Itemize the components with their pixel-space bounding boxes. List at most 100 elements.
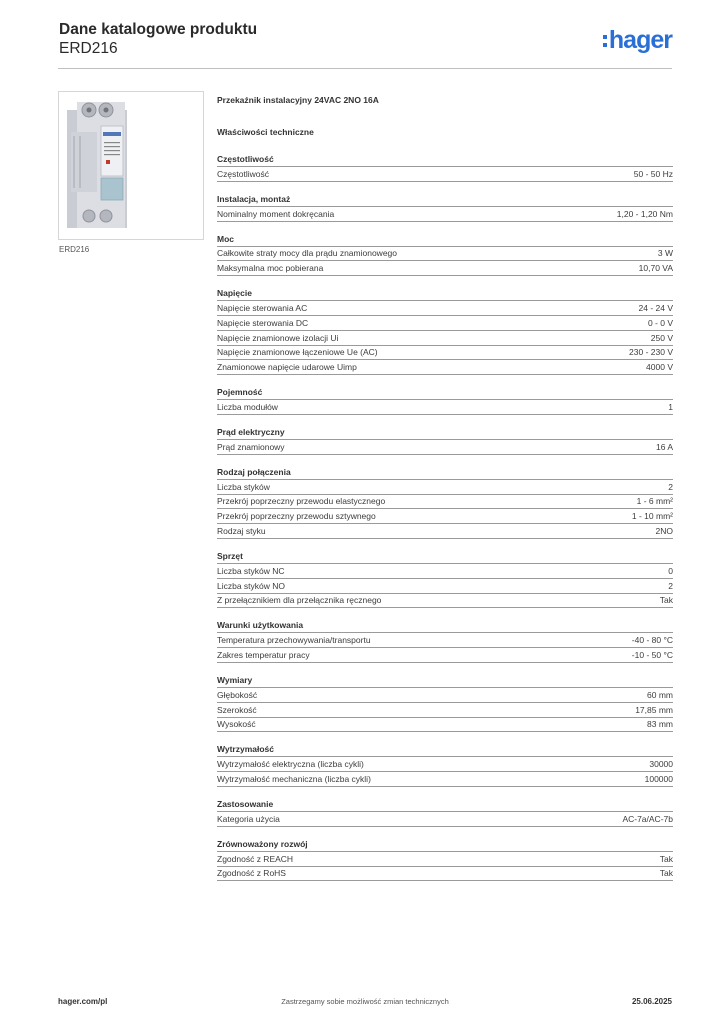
spec-value: 4000 V [646,362,673,373]
spec-row: Z przełącznikiem dla przełącznika ręczne… [217,592,673,609]
spec-value: 10,70 VA [638,263,673,274]
spec-row: Zgodność z RoHS Tak [217,865,673,882]
spec-row: Napięcie sterowania DC 0 - 0 V [217,314,673,330]
spec-label: Liczba styków [217,481,270,492]
spec-row: Temperatura przechowywania/transportu -40… [217,632,673,647]
product-image [58,91,204,240]
group-title: Częstotliwość [217,154,274,164]
spec-value: -40 - 80 °C [631,635,673,646]
spec-value: 1 - 10 mm² [631,511,673,522]
spec-value: 250 V [650,332,673,343]
spec-row: Zakres temperatur pracy -10 - 50 °C [217,647,673,663]
spec-label: Napięcie znamionowe izolacji Ui [217,332,339,343]
spec-value: 50 - 50 Hz [633,168,673,179]
spec-value: 3 W [657,248,673,259]
footer-disclaimer: Zastrzegamy sobie możliwość zmian techni… [281,997,449,1006]
logo-dots-icon [602,33,607,49]
group-title: Instalacja, montaż [217,193,291,204]
spec-label: Kategoria użycia [217,813,280,824]
relay-device-icon [67,102,127,228]
product-name: Przekaźnik instalacyjny 24VAC 2NO 16A [217,95,379,105]
spec-label: Zakres temperatur pracy [217,650,310,661]
group-title: Prąd elektryczny [217,426,285,437]
group-title: Moc [217,233,234,244]
spec-row: Głębokość 60 mm [217,686,673,702]
spec-label: Zgodność z REACH [217,853,294,864]
spec-value: -10 - 50 °C [631,650,673,661]
spec-row: Przekrój poprzeczny przewodu elastyczneg… [217,493,673,509]
group-title: Pojemność [217,387,263,398]
spec-label: Napięcie sterowania DC [217,317,309,328]
spec-label: Napięcie znamionowe łączeniowe Ue (AC) [217,347,378,358]
spec-value: Tak [659,868,673,879]
spec-value: 0 - 0 V [647,317,673,328]
spec-row: Napięcie znamionowe łączeniowe Ue (AC) 23… [217,344,673,360]
group-title: Sprzęt [217,550,243,561]
group-title: Napięcie [217,288,252,299]
spec-label: Liczba styków NO [217,580,286,591]
spec-row: Znamionowe napięcie udarowe Uimp 4000 V [217,359,673,376]
spec-value: 24 - 24 V [638,303,674,314]
spec-row: Napięcie znamionowe izolacji Ui 250 V [217,329,673,345]
spec-label: Znamionowe napięcie udarowe Uimp [217,362,357,373]
spec-value: 30000 [649,759,673,770]
spec-value: 100000 [644,774,673,785]
spec-value: 2 [668,580,673,591]
spec-value: 2NO [655,526,673,537]
spec-label: Liczba modułów [217,402,278,413]
spec-value: Tak [659,853,673,864]
section-title: Właściwości techniczne [217,127,314,137]
spec-value: 83 mm [647,719,673,730]
spec-value: 230 - 230 V [629,347,673,358]
spec-row: Liczba modułów 1 [217,399,673,415]
spec-value: AC-7a/AC-7b [622,813,673,824]
spec-label: Częstotliwość [217,168,269,179]
spec-label: Szerokość [217,704,257,715]
spec-value: 60 mm [647,689,673,700]
spec-row: Wytrzymałość elektryczna (liczba cykli)3… [217,756,673,771]
spec-row: Wytrzymałość mechaniczna (liczba cykli) 1… [217,771,673,787]
spec-value: 1 - 6 mm² [636,496,673,507]
spec-label: Napięcie sterowania AC [217,303,308,314]
group-title: Wytrzymałość [217,744,275,755]
footer-website-link[interactable]: hager.com/pl [58,997,108,1006]
spec-row: Częstotliwość 50 - 50 Hz [217,166,673,182]
spec-row: Kategoria użycia AC-7a/AC-7b [217,810,673,827]
page-header: Dane katalogowe produktu ERD216 [59,20,257,58]
spec-label: Głębokość [217,689,258,700]
spec-label: Wytrzymałość mechaniczna (liczba cykli) [217,774,371,785]
group-title: Zastosowanie [217,798,274,809]
spec-row: Liczba styków NO 2 [217,577,673,593]
spec-label: Całkowite straty mocy dla prądu znamiono… [217,248,398,259]
footer-date: 25.06.2025 [631,997,672,1006]
spec-row: Zgodność z REACH Tak [217,850,673,866]
spec-label: Liczba styków NC [217,565,285,576]
spec-label: Zgodność z RoHS [217,868,286,879]
spec-label: Temperatura przechowywania/transportu [217,635,371,646]
hager-logo: hager [602,26,673,55]
spec-value: 1 [668,402,673,413]
group-title: Warunki użytkowania [217,620,304,631]
group-title: Wymiary [217,674,253,685]
product-code: ERD216 [59,40,118,57]
spec-row: Całkowite straty mocy dla prądu znamiono… [217,245,673,261]
